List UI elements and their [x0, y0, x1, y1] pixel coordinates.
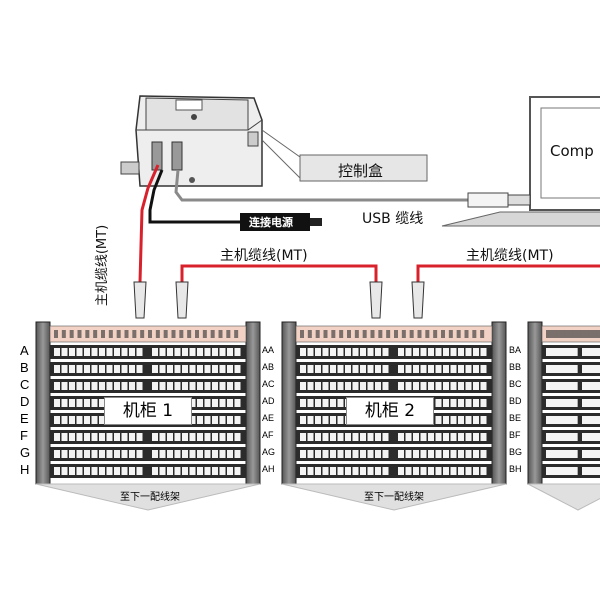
row-label-c: C: [20, 377, 30, 392]
row-label-b: B: [20, 360, 29, 375]
cabinet-3-rack: [527, 321, 600, 511]
row-label-e: E: [20, 411, 29, 426]
row-label-bg: BG: [509, 447, 523, 457]
row-label-bd: BD: [509, 396, 522, 406]
main-cable-vertical: [133, 164, 160, 319]
main-cable-vertical-label: 主机缆线(MT): [95, 224, 111, 307]
row-label-ah: AH: [262, 464, 275, 474]
row-label-ad: AD: [262, 396, 275, 406]
row-label-a: A: [20, 343, 29, 358]
row-label-af: AF: [262, 430, 274, 440]
row-label-h: H: [20, 462, 30, 477]
cabinet-2-title: 机柜 2: [346, 397, 434, 425]
control-box-label: 控制盒: [338, 162, 384, 180]
row-label-be: BE: [509, 413, 522, 423]
control-box-callout: [261, 129, 428, 182]
cabinet-1-title: 机柜 1: [104, 397, 192, 425]
row-label-ae: AE: [262, 413, 275, 423]
row-label-aa: AA: [262, 345, 275, 355]
row-label-bh: BH: [509, 464, 522, 474]
control-box-icon: [120, 95, 263, 187]
main-cable-2-label: 主机缆线(MT): [466, 248, 554, 264]
usb-label: USB 缆线: [362, 211, 424, 227]
main-cable-1-label: 主机缆线(MT): [220, 248, 308, 264]
main-cable-1: [175, 264, 383, 319]
row-label-ab: AB: [262, 362, 275, 372]
row-label-bf: BF: [509, 430, 521, 440]
laptop-icon: [441, 96, 600, 227]
row-label-ag: AG: [262, 447, 276, 457]
row-label-bb: BB: [509, 362, 522, 372]
row-label-d: D: [20, 394, 30, 409]
row-label-bc: BC: [509, 379, 522, 389]
row-label-f: F: [20, 428, 28, 443]
row-label-ac: AC: [262, 379, 275, 389]
row-label-g: G: [20, 445, 31, 460]
main-cable-2: [411, 264, 600, 319]
cabinet-2-footer: 至下一配线架: [364, 492, 424, 503]
row-label-ba: BA: [509, 345, 522, 355]
power-cable: [148, 169, 322, 231]
cabinet-1-footer: 至下一配线架: [120, 492, 180, 503]
computer-text: Comp: [550, 142, 594, 160]
usb-cable: [174, 169, 531, 208]
power-label: 连接电源: [249, 216, 293, 229]
cabinet-1-rack: [35, 321, 261, 511]
